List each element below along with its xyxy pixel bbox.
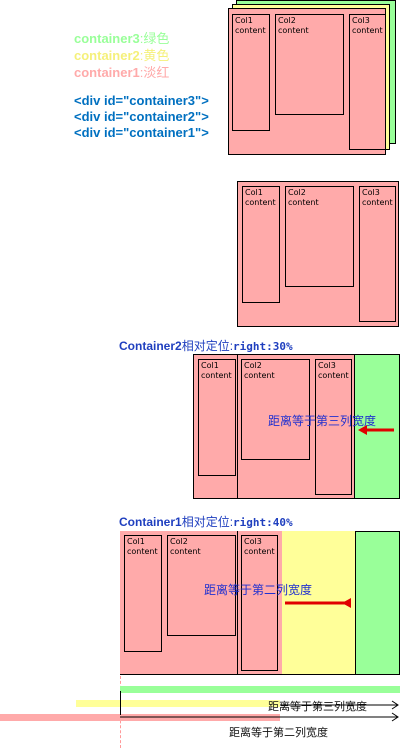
diagram4-container-edge xyxy=(237,531,238,675)
section3-heading: Container2相对定位:right:30% xyxy=(119,339,293,353)
diagram4-bottom-edge xyxy=(120,674,400,675)
bottom-annotation-third: 距离等于第三列宽度 xyxy=(268,700,367,713)
diagram3-arrow-icon xyxy=(358,425,394,435)
bottom-arrow-second-icon xyxy=(120,712,399,722)
legend-container1: container1:淡红 xyxy=(74,65,170,80)
offset-start-tick xyxy=(120,691,121,715)
code-line-container1: <div id="container1"> xyxy=(74,125,209,140)
code-line-container2: <div id="container2"> xyxy=(74,109,209,124)
section4-heading: Container1相对定位:right:40% xyxy=(119,515,293,529)
bottom-annotation-second: 距离等于第二列宽度 xyxy=(229,726,328,739)
diagram3-annotation: 距离等于第三列宽度 xyxy=(268,414,377,428)
diagram4-annotation: 距离等于第二列宽度 xyxy=(204,583,313,597)
legend-container2: container2:黄色 xyxy=(74,48,170,63)
bottom-arrow-third-icon xyxy=(280,700,399,710)
container3-offset-bar xyxy=(120,686,400,693)
legend-container3: container3:绿色 xyxy=(74,31,170,46)
diagram3-container2-edge xyxy=(237,354,238,499)
code-line-container3: <div id="container3"> xyxy=(74,93,209,108)
diagram4-arrow-icon xyxy=(285,598,351,608)
container2-offset-bar xyxy=(76,700,280,707)
